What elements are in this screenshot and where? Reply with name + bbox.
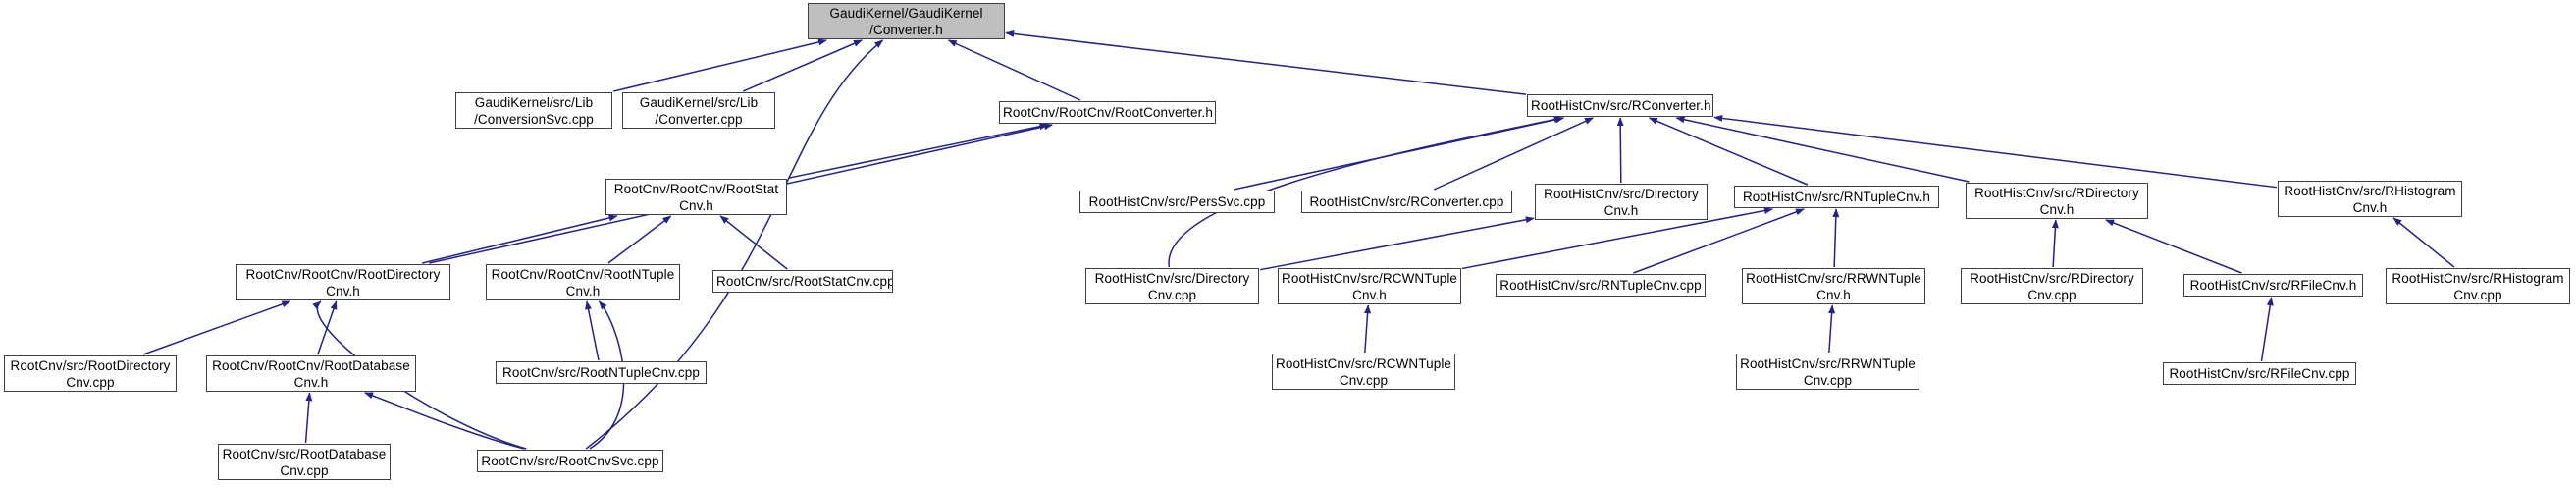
graph-edge: [1433, 117, 1594, 191]
graph-edge: [1832, 208, 1840, 268]
graph-node-label: RootCnv/src/RootStatCnv.cpp: [716, 274, 893, 289]
graph-node-rconverter_h[interactable]: RootHistCnv/src/RConverter.h: [1527, 94, 1713, 117]
graph-node-label: RootCnv/RootCnv/RootDatabase Cnv.h: [212, 357, 410, 390]
graph-node-rootntuplecnv_cpp[interactable]: RootCnv/src/RootNTupleCnv.cpp: [496, 361, 707, 384]
graph-edge: [1616, 117, 1624, 184]
graph-node-rcwntuplecnv_h[interactable]: RootHistCnv/src/RCWNTuple Cnv.h: [1278, 268, 1461, 304]
graph-node-label: RootCnv/src/RootCnvSvc.cpp: [481, 454, 659, 468]
graph-node-rhistogramcnv_cpp[interactable]: RootHistCnv/src/RHistogram Cnv.cpp: [2386, 268, 2570, 304]
graph-node-converter_h: GaudiKernel/GaudiKernel /Converter.h: [808, 3, 1005, 39]
graph-node-converter_cpp[interactable]: GaudiKernel/src/Lib /Converter.cpp: [622, 92, 775, 129]
graph-node-label: RootCnv/src/RootDatabase Cnv.cpp: [222, 446, 387, 478]
graph-node-rootconverter_h[interactable]: RootCnv/RootCnv/RootConverter.h: [999, 101, 1216, 124]
graph-node-rootstatcnv_h[interactable]: RootCnv/RootCnv/RootStat Cnv.h: [605, 179, 787, 215]
graph-node-rntuplecnv_cpp[interactable]: RootHistCnv/src/RNTupleCnv.cpp: [1496, 274, 1706, 297]
graph-edge: [2051, 219, 2059, 268]
graph-edge: [1364, 304, 1372, 354]
graph-node-label: RootCnv/RootCnv/RootConverter.h: [1003, 105, 1213, 120]
graph-node-label: RootHistCnv/src/RHistogram Cnv.cpp: [2392, 270, 2564, 302]
graph-node-rconverter_cpp[interactable]: RootHistCnv/src/RConverter.cpp: [1301, 191, 1512, 213]
graph-node-directorycnv_h[interactable]: RootHistCnv/src/Directory Cnv.h: [1535, 184, 1708, 220]
graph-node-rrwntuplecnv_cpp[interactable]: RootHistCnv/src/RRWNTuple Cnv.cpp: [1736, 354, 1919, 390]
graph-node-rdirectorycnv_h_hist[interactable]: RootHistCnv/src/RDirectory Cnv.h: [1966, 183, 2148, 219]
graph-node-label: RootHistCnv/src/RFileCnv.cpp: [2169, 366, 2350, 381]
graph-edge: [1168, 116, 1563, 268]
graph-node-label: RootCnv/RootCnv/RootDirectory Cnv.h: [245, 266, 441, 299]
graph-edge: [2260, 297, 2274, 362]
graph-node-label: GaudiKernel/src/Lib /ConversionSvc.cpp: [474, 94, 594, 127]
graph-node-rntuplecnv_h[interactable]: RootHistCnv/src/RNTupleCnv.h: [1734, 186, 1939, 208]
graph-node-rfilecnv_h[interactable]: RootHistCnv/src/RFileCnv.h: [2183, 274, 2363, 297]
graph-edge: [612, 38, 827, 92]
graph-edge: [607, 215, 672, 264]
graph-edge: [1461, 207, 1773, 270]
graph-node-label: RootHistCnv/src/RCWNTuple Cnv.h: [1282, 270, 1458, 302]
graph-node-label: RootHistCnv/src/RDirectory Cnv.cpp: [1970, 270, 2134, 302]
graph-edge: [585, 300, 600, 361]
graph-edge: [304, 392, 313, 444]
graph-node-label: GaudiKernel/GaudiKernel /Converter.h: [829, 5, 983, 37]
graph-edge: [364, 392, 525, 450]
graph-edge: [422, 214, 618, 264]
graph-node-rcwntuplecnv_cpp[interactable]: RootHistCnv/src/RCWNTuple Cnv.cpp: [1272, 354, 1455, 390]
graph-node-label: RootHistCnv/src/RRWNTuple Cnv.cpp: [1740, 355, 1916, 388]
graph-edge: [787, 123, 1049, 180]
graph-node-label: RootHistCnv/src/RRWNTuple Cnv.h: [1746, 270, 1921, 302]
graph-node-rdirectorycnv_cpp_hist[interactable]: RootHistCnv/src/RDirectory Cnv.cpp: [1961, 268, 2143, 304]
graph-node-rfilecnv_cpp[interactable]: RootHistCnv/src/RFileCnv.cpp: [2163, 362, 2356, 385]
graph-node-conversionsvc_cpp[interactable]: GaudiKernel/src/Lib /ConversionSvc.cpp: [455, 92, 612, 129]
graph-edge: [142, 300, 291, 355]
edge-group: [142, 29, 2455, 450]
graph-node-label: GaudiKernel/src/Lib /Converter.cpp: [639, 94, 759, 127]
graph-edge: [2392, 217, 2455, 268]
graph-edge: [719, 215, 788, 270]
graph-edge: [1633, 208, 1805, 274]
graph-node-label: RootCnv/src/RootDirectory Cnv.cpp: [10, 357, 171, 390]
graph-edge: [743, 39, 863, 92]
graph-node-label: RootCnv/RootCnv/RootStat Cnv.h: [613, 181, 779, 213]
graph-node-perssvc_cpp[interactable]: RootHistCnv/src/PersSvc.cpp: [1079, 191, 1275, 213]
graph-edge: [1005, 29, 1527, 95]
graph-node-label: RootHistCnv/src/RFileCnv.h: [2189, 278, 2357, 293]
graph-node-rhistogramcnv_h[interactable]: RootHistCnv/src/RHistogram Cnv.h: [2278, 181, 2462, 217]
graph-node-label: RootHistCnv/src/RConverter.h: [1531, 98, 1711, 113]
graph-node-label: RootHistCnv/src/RConverter.cpp: [1309, 194, 1504, 209]
graph-node-label: RootHistCnv/src/RCWNTuple Cnv.cpp: [1276, 355, 1452, 388]
graph-node-rootntuplecnv_h[interactable]: RootCnv/RootCnv/RootNTuple Cnv.h: [486, 264, 680, 300]
graph-node-label: RootHistCnv/src/Directory Cnv.h: [1544, 186, 1699, 218]
graph-node-rootdirectorycnv_cpp[interactable]: RootCnv/src/RootDirectory Cnv.cpp: [4, 355, 177, 392]
graph-node-rootstatcnv_cpp[interactable]: RootCnv/src/RootStatCnv.cpp: [712, 270, 893, 293]
graph-node-rootdatabasecnv_h[interactable]: RootCnv/RootCnv/RootDatabase Cnv.h: [206, 355, 416, 392]
graph-node-label: RootHistCnv/src/RHistogram Cnv.h: [2284, 183, 2456, 215]
graph-node-label: RootCnv/RootCnv/RootNTuple Cnv.h: [491, 266, 675, 299]
graph-edge: [1675, 116, 1970, 183]
graph-node-directorycnv_cpp[interactable]: RootHistCnv/src/Directory Cnv.cpp: [1085, 268, 1259, 304]
graph-node-label: RootHistCnv/src/RDirectory Cnv.h: [1974, 185, 2139, 217]
graph-edge: [1259, 216, 1535, 271]
graph-node-label: RootCnv/src/RootNTupleCnv.cpp: [502, 365, 700, 380]
graph-edge: [1648, 117, 1809, 186]
graph-node-rootcnvsvc_cpp[interactable]: RootCnv/src/RootCnvSvc.cpp: [477, 450, 663, 472]
graph-node-rootdirectorycnv_h[interactable]: RootCnv/RootCnv/RootDirectory Cnv.h: [236, 264, 450, 300]
graph-node-label: RootHistCnv/src/RNTupleCnv.cpp: [1499, 278, 1702, 293]
graph-edge: [2105, 219, 2242, 274]
graph-node-rrwntuplecnv_h[interactable]: RootHistCnv/src/RRWNTuple Cnv.h: [1742, 268, 1925, 304]
graph-node-rootdatabasecnv_cpp[interactable]: RootCnv/src/RootDatabase Cnv.cpp: [218, 444, 391, 480]
graph-node-label: RootHistCnv/src/Directory Cnv.cpp: [1094, 270, 1250, 302]
graph-edge: [1713, 114, 2278, 189]
graph-node-label: RootHistCnv/src/PersSvc.cpp: [1088, 194, 1266, 209]
graph-edge: [585, 39, 884, 450]
graph-edge: [1828, 304, 1836, 354]
graph-edge: [947, 39, 1081, 101]
graph-node-label: RootHistCnv/src/RNTupleCnv.h: [1742, 190, 1931, 204]
